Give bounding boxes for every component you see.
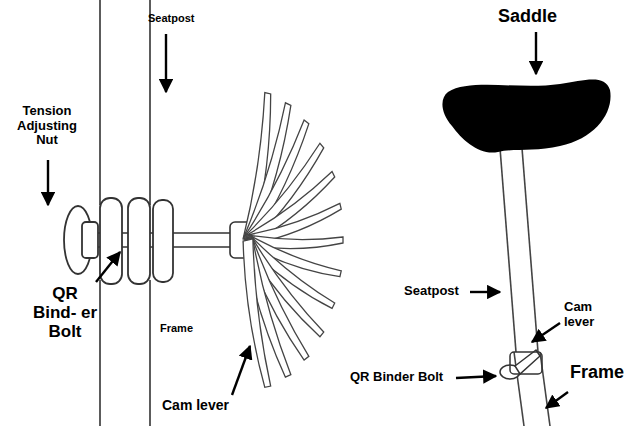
part-label: Cam lever	[564, 300, 626, 329]
seat-tube	[100, 0, 150, 426]
right-clamp	[500, 350, 542, 379]
part-label: Saddle	[498, 6, 588, 26]
part-label: Seatpost	[148, 12, 218, 24]
saddle-shape	[442, 80, 610, 153]
part-label: Frame	[570, 362, 626, 382]
seatpost-tube	[500, 148, 550, 426]
part-label: Frame	[160, 322, 220, 334]
cam-lever	[243, 239, 271, 387]
part-label: Tension Adjusting Nut	[6, 104, 88, 148]
part-label: Cam lever	[162, 398, 252, 414]
part-label: Seatpost	[404, 284, 470, 299]
cam-lever-fan	[243, 93, 343, 388]
clamp-collar	[100, 198, 173, 284]
part-label: QR Bind- er Bolt	[30, 284, 100, 341]
tension-nut	[64, 206, 98, 274]
leader-arrow	[48, 32, 568, 408]
part-label: QR Binder Bolt	[350, 370, 454, 385]
